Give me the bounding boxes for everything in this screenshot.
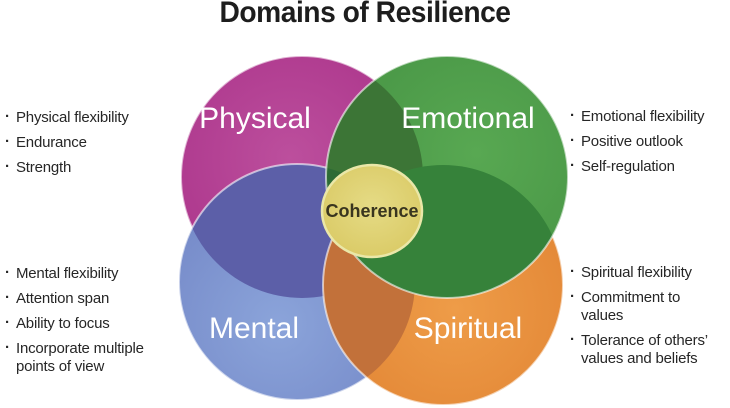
list-item: Spiritual flexibility [570,263,718,282]
list-item: Tolerance of others’ values and beliefs [570,331,718,368]
list-item: Self-regulation [570,157,728,176]
list-item: Attention span [5,289,157,308]
label-emotional: Emotional [401,102,534,135]
label-mental: Mental [209,312,299,345]
list-item: Strength [5,158,163,177]
list-item: Incorporate multiple points of view [5,339,157,376]
diagram-title: Domains of Resilience [219,0,511,29]
label-physical: Physical [199,102,311,135]
coherence-circle [320,163,424,259]
list-item: Physical flexibility [5,108,163,127]
label-spiritual: Spiritual [414,312,522,345]
mental-attributes-list: Mental flexibility Attention span Abilit… [5,264,157,383]
spiritual-attributes-list: Spiritual flexibility Commitment to valu… [570,263,718,375]
list-item: Commitment to values [570,288,718,325]
list-item: Endurance [5,133,163,152]
list-item: Mental flexibility [5,264,157,283]
physical-attributes-list: Physical flexibility Endurance Strength [5,108,163,184]
emotional-attributes-list: Emotional flexibility Positive outlook S… [570,107,728,183]
list-item: Ability to focus [5,314,157,333]
list-item: Emotional flexibility [570,107,728,126]
list-item: Positive outlook [570,132,728,151]
label-coherence: Coherence [325,201,418,221]
